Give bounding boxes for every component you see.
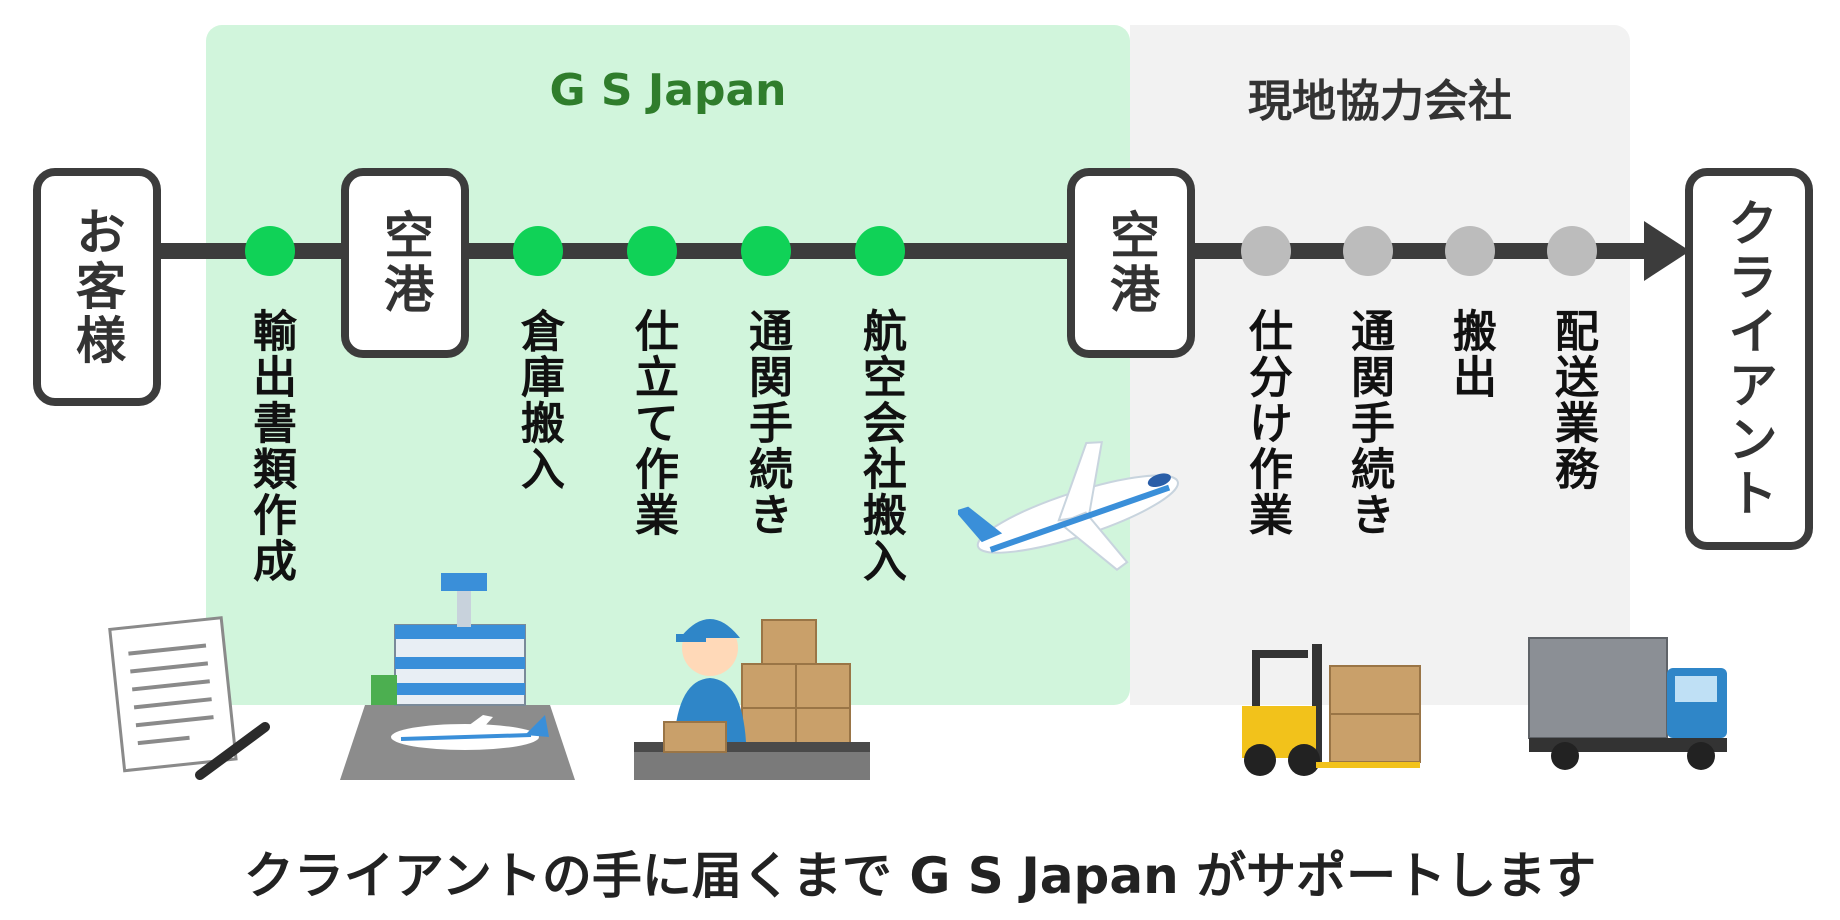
step-dot-carry-out (1445, 226, 1495, 276)
destination-airport-box: 空港 (1067, 168, 1195, 358)
step-dot-assembly (627, 226, 677, 276)
forklift-icon (1242, 644, 1421, 776)
partner-zone (1130, 25, 1630, 705)
client-box: クライアント (1685, 168, 1813, 550)
footer-message: クライアントの手に届くまで G S Japan がサポートします (243, 847, 1597, 905)
step-label-airline: 航空会社搬入 (855, 308, 906, 584)
document-pen-icon (108, 616, 270, 780)
step-dot-sorting (1241, 226, 1291, 276)
step-label-export-docs: 輸出書類作成 (245, 308, 296, 584)
gs-japan-title: G S Japan (549, 65, 787, 116)
step-label-delivery: 配送業務 (1547, 308, 1598, 492)
destination-airport-label: 空港 (1102, 209, 1160, 317)
step-dot-customs (741, 226, 791, 276)
step-label-assembly: 仕立て作業 (627, 308, 678, 538)
client-label: クライアント (1720, 197, 1778, 521)
airplane-icon (958, 441, 1179, 571)
step-dot-warehouse (513, 226, 563, 276)
step-label-partner-customs: 通関手続き (1343, 308, 1394, 538)
step-dot-partner-customs (1343, 226, 1393, 276)
step-label-carry-out: 搬出 (1445, 308, 1496, 400)
origin-airport-box: 空港 (341, 168, 469, 358)
airport-icon (340, 573, 575, 780)
step-label-warehouse: 倉庫搬入 (513, 308, 564, 492)
step-label-customs: 通関手続き (741, 308, 792, 538)
flow-arrowhead (1644, 221, 1690, 281)
step-dot-airline (855, 226, 905, 276)
warehouse-worker-icon (634, 619, 870, 780)
gs-japan-zone (206, 25, 1130, 705)
truck-icon (1528, 637, 1727, 770)
step-dot-delivery (1547, 226, 1597, 276)
step-label-sorting: 仕分け作業 (1241, 308, 1292, 538)
partner-title: 現地協力会社 (1248, 76, 1512, 127)
customer-box: お客様 (33, 168, 161, 406)
customer-label: お客様 (68, 206, 126, 368)
step-dot-export-docs (245, 226, 295, 276)
origin-airport-label: 空港 (376, 209, 434, 317)
